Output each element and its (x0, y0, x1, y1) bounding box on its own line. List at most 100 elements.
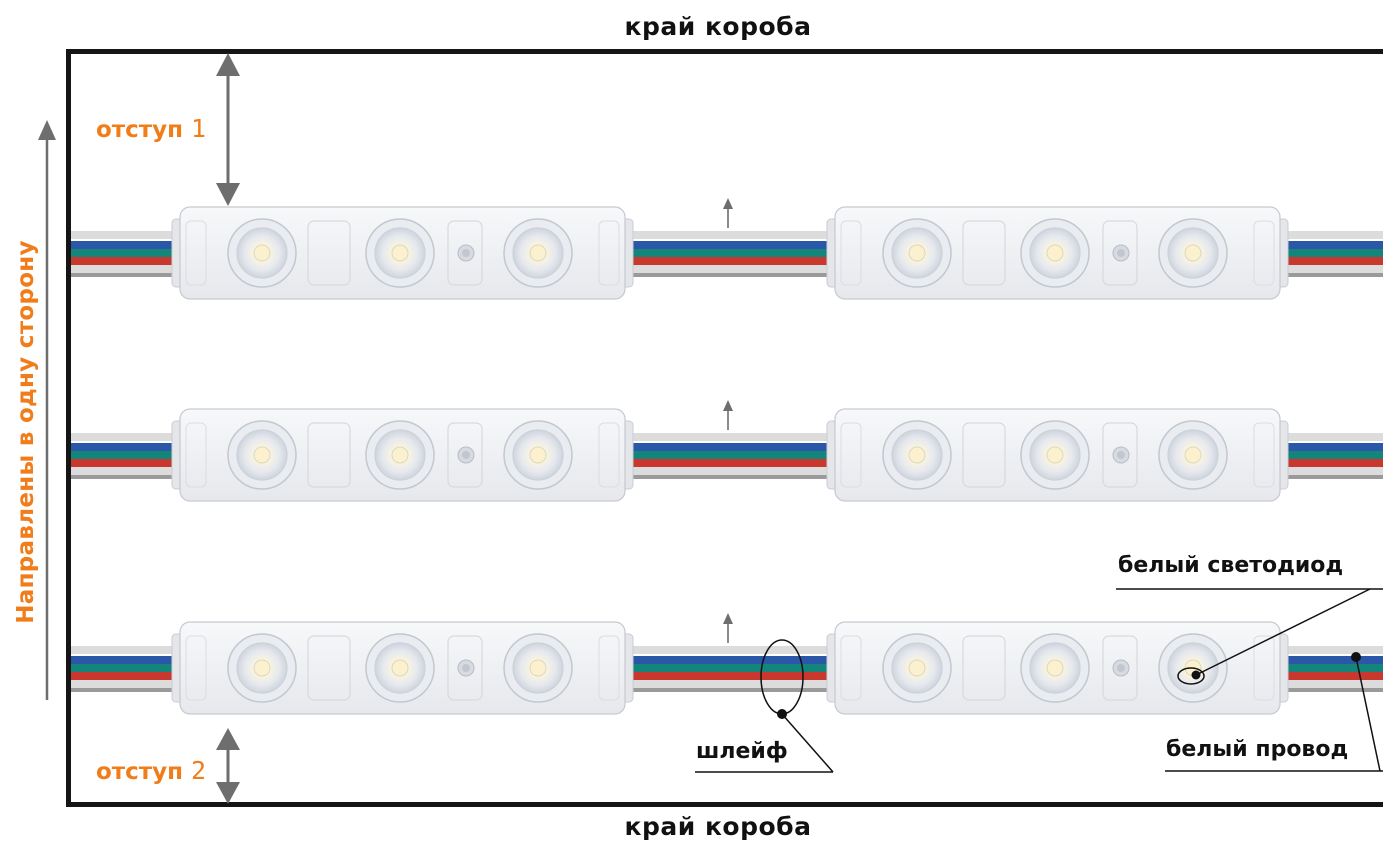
module-emboss (185, 422, 207, 488)
white-led-leader (1195, 588, 1371, 676)
ribbon-left-row2-stripe (71, 433, 180, 441)
led-chip (1184, 244, 1202, 262)
led-chip (1046, 659, 1064, 677)
ribbon-right-row3-shadow (1280, 688, 1383, 692)
offset2-arrowhead-top-icon (216, 728, 240, 750)
ribbon-right-row1-shadow (1280, 273, 1383, 277)
led-chip (391, 244, 409, 262)
ribbon-left-row2-stripe (71, 467, 180, 475)
white-led-callout: белый светодиод (1118, 553, 1344, 578)
module-emboss (307, 422, 351, 488)
direction-arrowhead-icon (38, 120, 56, 140)
ribbon-middle-row1-stripe (625, 231, 835, 239)
ribbon-left-row3-shadow (71, 688, 180, 692)
module-emboss (598, 635, 620, 701)
led-module (826, 206, 1289, 300)
ribbon-middle-row2-stripe (625, 443, 835, 451)
ribbon-right-row3-stripe (1280, 680, 1383, 688)
module-screw-hole-inner (1117, 249, 1125, 257)
ribbon-right-row2-stripe (1280, 451, 1383, 459)
ribbon-middle-row2-stripe (625, 467, 835, 475)
ribbon-left-row3-stripe (71, 656, 180, 664)
ribbon-middle-row3-stripe (625, 664, 835, 672)
top-box-edge-label: край короба (624, 12, 812, 41)
offset1-label: отступ 1 (96, 114, 206, 143)
ribbon-middle-row2-stripe (625, 459, 835, 467)
ribbon-right-row2 (1280, 433, 1383, 479)
ribbon-middle-row1-stripe (625, 257, 835, 265)
offset2-number: 2 (191, 756, 207, 785)
ribbon-right-row1-stripe (1280, 257, 1383, 265)
ribbon-right-row3-stripe (1280, 672, 1383, 680)
ribbon-left-row1-stripe (71, 231, 180, 239)
ribbon-left-row1-stripe (71, 265, 180, 273)
module-emboss (840, 220, 862, 286)
led-chip (1046, 244, 1064, 262)
led-chip (529, 244, 547, 262)
ribbon-left-row3-stripe (71, 672, 180, 680)
offset2-label: отступ 2 (96, 756, 206, 785)
led-module (171, 408, 634, 502)
box-frame (66, 49, 1383, 807)
module-emboss (447, 422, 483, 488)
led-module (171, 621, 634, 715)
led-chip (908, 446, 926, 464)
module-emboss (185, 220, 207, 286)
ribbon-left-row2-stripe (71, 443, 180, 451)
ribbon-right-row2-stripe (1280, 459, 1383, 467)
ribbon-middle-row3-stripe (625, 672, 835, 680)
module-emboss (962, 220, 1006, 286)
bottom-box-edge-label: край короба (624, 812, 812, 841)
ribbon-middle-row1-stripe (625, 241, 835, 249)
ribbon-middle-row1-stripe (625, 249, 835, 257)
ribbon-dot (777, 709, 787, 719)
row-direction-arrowhead-icon (723, 198, 733, 209)
ribbon-right-row3-stripe (1280, 646, 1383, 654)
module-emboss (1102, 422, 1138, 488)
ribbon-middle-row1-stripe (625, 265, 835, 273)
offset2-word: отступ (96, 759, 183, 785)
offset1-word: отступ (96, 117, 183, 143)
offset1-number: 1 (191, 114, 207, 143)
ribbon-right-row2-stripe (1280, 443, 1383, 451)
ribbon-middle-row3 (625, 646, 835, 692)
direction-label: Направлены в одну сторону (13, 240, 39, 624)
ribbon-right-row3 (1280, 646, 1383, 692)
led-module (171, 206, 634, 300)
white-led-marker (1177, 667, 1205, 685)
led-chip (253, 659, 271, 677)
led-chip (391, 659, 409, 677)
ribbon-right-row3-stripe (1280, 664, 1383, 672)
offset2-arrowhead-bottom-icon (216, 782, 240, 804)
ribbon-left-row1-stripe (71, 241, 180, 249)
led-chip (253, 244, 271, 262)
white-wire-callout: белый провод (1166, 737, 1349, 762)
ribbon-right-row1-stripe (1280, 241, 1383, 249)
ribbon-left-row2-shadow (71, 475, 180, 479)
module-screw-hole-inner (462, 249, 470, 257)
ribbon-left-row2 (71, 433, 180, 479)
ribbon-left-row3-stripe (71, 664, 180, 672)
module-screw-hole-inner (462, 664, 470, 672)
module-emboss (962, 635, 1006, 701)
module-emboss (962, 422, 1006, 488)
led-chip (529, 659, 547, 677)
led-module (826, 621, 1289, 715)
ribbon-right-row1-stripe (1280, 249, 1383, 257)
ribbon-left-row3-stripe (71, 680, 180, 688)
module-emboss (307, 635, 351, 701)
ribbon-middle-row2 (625, 433, 835, 479)
ribbon-middle-row3-stripe (625, 680, 835, 688)
module-emboss (1253, 635, 1275, 701)
module-emboss (840, 635, 862, 701)
white-wire-dot (1351, 652, 1361, 662)
led-chip (908, 659, 926, 677)
module-emboss (1253, 422, 1275, 488)
led-chip (529, 446, 547, 464)
led-chip (1184, 446, 1202, 464)
ribbon-left-row1-shadow (71, 273, 180, 277)
module-emboss (598, 422, 620, 488)
ribbon-middle-row3-stripe (625, 656, 835, 664)
ribbon-middle-row1-shadow (625, 273, 835, 277)
